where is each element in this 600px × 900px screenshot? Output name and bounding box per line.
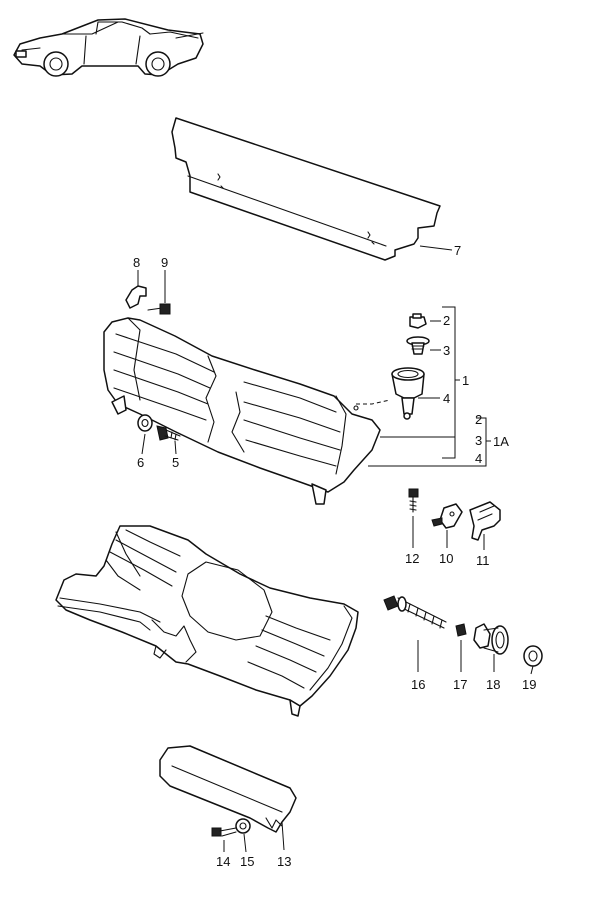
callout-16: 16 bbox=[411, 677, 425, 692]
callout-labels: 7 8 9 2 3 1 4 2 3 1A 4 6 5 12 10 11 16 1… bbox=[133, 243, 536, 869]
callout-13: 13 bbox=[277, 854, 291, 869]
long-bolt bbox=[383, 595, 447, 672]
cover-washer bbox=[235, 818, 251, 853]
callout-brackets bbox=[368, 306, 491, 467]
callout-8: 8 bbox=[133, 255, 140, 270]
callout-11: 11 bbox=[476, 553, 490, 568]
grommet bbox=[473, 623, 509, 672]
callout-4: 4 bbox=[443, 391, 450, 406]
hex-bolt bbox=[156, 425, 181, 455]
lock-cap bbox=[409, 313, 441, 329]
callout-1: 1 bbox=[462, 373, 469, 388]
callout-2-set: 2 bbox=[475, 412, 482, 427]
callout-3: 3 bbox=[443, 343, 450, 358]
callout-5: 5 bbox=[172, 455, 179, 470]
washer bbox=[137, 414, 153, 455]
callout-19: 19 bbox=[522, 677, 536, 692]
lock-screw bbox=[406, 336, 441, 355]
callout-18: 18 bbox=[486, 677, 500, 692]
callout-12: 12 bbox=[405, 551, 419, 566]
callout-1a: 1A bbox=[493, 434, 509, 449]
callout-17: 17 bbox=[453, 677, 467, 692]
striker-bracket bbox=[469, 501, 501, 550]
bracket-screw bbox=[147, 270, 171, 315]
callout-15: 15 bbox=[240, 854, 254, 869]
hinge-bracket bbox=[125, 270, 147, 309]
callout-14: 14 bbox=[216, 854, 230, 869]
lock-housing bbox=[391, 367, 440, 420]
rear-seat-cushion bbox=[55, 525, 359, 717]
rear-shelf-panel bbox=[171, 117, 453, 261]
latch-plate bbox=[431, 503, 463, 548]
nut bbox=[455, 623, 467, 672]
callout-7: 7 bbox=[454, 243, 461, 258]
car-silhouette-icon bbox=[13, 18, 204, 77]
latch-screw bbox=[408, 488, 419, 548]
trim-cover bbox=[159, 745, 297, 851]
callout-9: 9 bbox=[161, 255, 168, 270]
cover-screw bbox=[211, 827, 237, 852]
rear-seat-backrest bbox=[103, 317, 391, 505]
ring-washer bbox=[523, 645, 543, 675]
callout-3-set: 3 bbox=[475, 433, 482, 448]
callout-10: 10 bbox=[439, 551, 453, 566]
callout-2: 2 bbox=[443, 313, 450, 328]
callout-6: 6 bbox=[137, 455, 144, 470]
callout-4-set: 4 bbox=[475, 451, 482, 466]
